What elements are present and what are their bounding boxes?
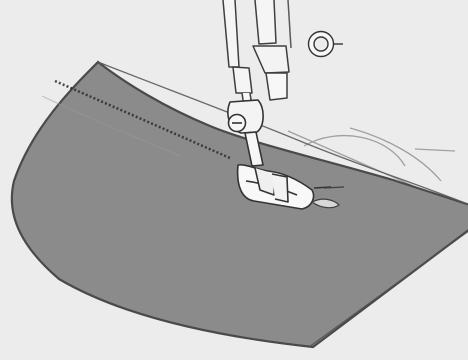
knob-inner-ring — [314, 37, 328, 51]
